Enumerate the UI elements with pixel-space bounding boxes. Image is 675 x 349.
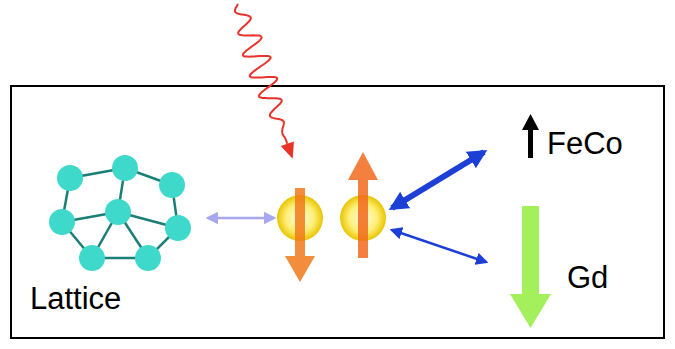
gd-label: Gd [567,262,608,293]
frame [11,86,664,338]
feco-label: FeCo [547,128,623,159]
gd-moment [510,206,551,328]
laser-head [281,141,294,158]
spin-arrows [285,152,378,282]
lattice-atoms [49,155,191,271]
exchange-arrow [392,230,486,262]
laser-pulse [235,4,287,144]
exchange-arrow [392,152,484,208]
coupling-arrow [208,217,274,220]
lattice-label: Lattice [30,283,121,314]
feco-moment [522,114,539,158]
